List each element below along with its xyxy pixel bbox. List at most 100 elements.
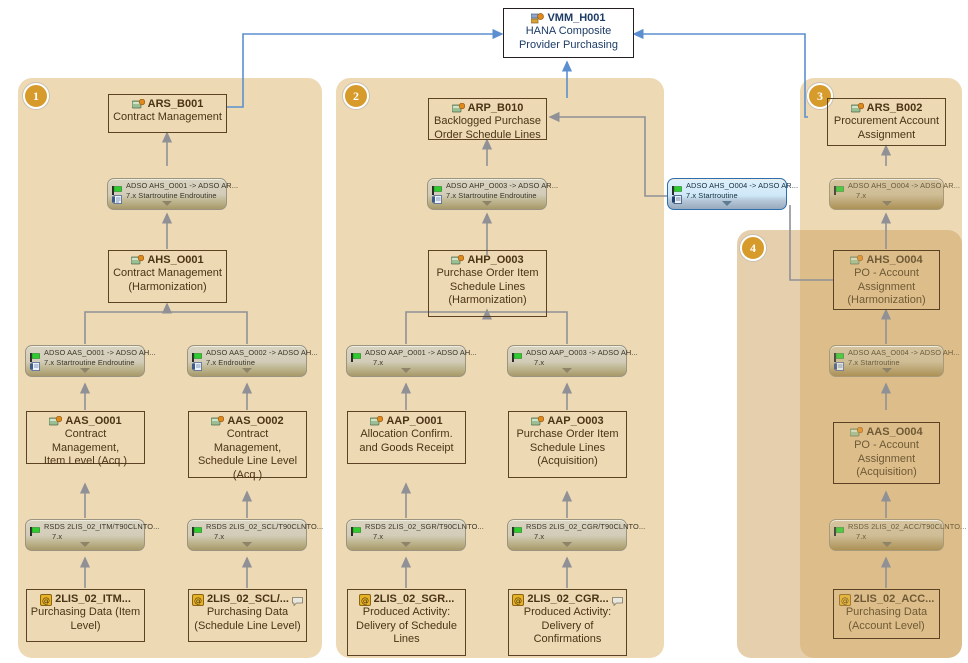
badge-label: 2 bbox=[353, 88, 359, 103]
node-desc: Purchasing Data bbox=[206, 606, 289, 618]
transformation-icon bbox=[192, 349, 202, 362]
chevron-down-icon[interactable] bbox=[80, 368, 90, 373]
node-desc: Purchase Order Item bbox=[436, 267, 539, 279]
chevron-down-icon[interactable] bbox=[562, 542, 572, 547]
node-desc: Purchasing Data (Item bbox=[30, 606, 141, 618]
node-desc: Contract Management, bbox=[213, 428, 282, 454]
transformation-routines: 7.x Endroutine bbox=[206, 358, 256, 367]
node-aap-o003[interactable]: AAP_O003 Purchase Order Item Schedule Li… bbox=[508, 411, 627, 478]
transformation-selected-ahs004-ars002[interactable]: ADSO AHS_O004 -> ADSO AR... 7.x Startrou… bbox=[667, 178, 798, 210]
node-datasource-scl[interactable]: @ 2LIS_02_SCL/... Purchasing Data (Sched… bbox=[188, 589, 307, 642]
transformation-source-target: ADSO AHS_O001 -> ADSO AR... bbox=[126, 181, 239, 190]
chevron-down-icon[interactable] bbox=[401, 542, 411, 547]
transformation-dtp-itm[interactable]: RSDS 2LIS_02_ITM/T90CLNTO... 7.x bbox=[25, 519, 160, 551]
chevron-down-icon[interactable] bbox=[80, 542, 90, 547]
chevron-down-icon[interactable] bbox=[482, 201, 492, 206]
node-datasource-cgr[interactable]: @ 2LIS_02_CGR... Produced Activity: Deli… bbox=[508, 589, 627, 656]
transformation-source-target: ADSO AAS_O002 -> ADSO AH... bbox=[206, 348, 318, 357]
transformation-routines: 7.x bbox=[856, 191, 867, 200]
node-aas-o004[interactable]: AAS_O004 PO - Account Assignment (Acquis… bbox=[833, 422, 940, 484]
chevron-down-icon[interactable] bbox=[881, 201, 892, 206]
node-desc: Level) bbox=[70, 619, 101, 632]
transformation-dtp-cgr[interactable]: RSDS 2LIS_02_CGR/T90CLNTO... 7.x bbox=[507, 519, 645, 551]
transformation-dtp-sgr[interactable]: RSDS 2LIS_02_SGR/T90CLNTO... 7.x bbox=[346, 519, 484, 551]
note-icon[interactable] bbox=[292, 595, 303, 607]
transformation-ahp003-arp010[interactable]: ADSO AHP_O003 -> ADSO AR... 7.x Startrou… bbox=[427, 178, 558, 210]
svg-text:@: @ bbox=[194, 596, 202, 605]
chevron-down-icon[interactable] bbox=[562, 368, 572, 373]
node-desc: (Account Level) bbox=[848, 619, 925, 632]
node-ars-b002[interactable]: ARS_B002 Procurement Account Assignment bbox=[827, 98, 946, 146]
transformation-source-target: RSDS 2LIS_02_SCL/T90CLNTO... bbox=[206, 522, 324, 531]
node-desc: Schedule Lines bbox=[529, 441, 606, 454]
adso-icon bbox=[850, 102, 864, 114]
chevron-down-icon[interactable] bbox=[881, 542, 892, 547]
transformation-icon bbox=[834, 523, 844, 536]
transformation-source-target: ADSO AAS_O001 -> ADSO AH... bbox=[44, 348, 156, 357]
badge-label: 4 bbox=[750, 240, 756, 255]
node-ahs-o001[interactable]: AHS_O001 Contract Management (Harmonizat… bbox=[108, 250, 227, 303]
routine-icon bbox=[834, 358, 844, 371]
node-desc: (Acquisition) bbox=[856, 466, 917, 478]
node-datasource-sgr[interactable]: @ 2LIS_02_SGR... Produced Activity: Deli… bbox=[347, 589, 466, 656]
node-desc: Item Level (Acq.) bbox=[43, 455, 128, 467]
chevron-down-icon[interactable] bbox=[401, 368, 411, 373]
node-desc: and Goods Receipt bbox=[359, 441, 454, 454]
transformation-icon bbox=[512, 523, 522, 536]
node-datasource-itm[interactable]: @ 2LIS_02_ITM... Purchasing Data (Item L… bbox=[26, 589, 145, 642]
node-ahp-o003[interactable]: AHP_O003 Purchase Order Item Schedule Li… bbox=[428, 250, 547, 317]
node-datasource-acc[interactable]: @ 2LIS_02_ACC... Purchasing Data (Accoun… bbox=[833, 589, 940, 639]
transformation-routines: 7.x Startroutine bbox=[848, 358, 900, 367]
node-name: 2LIS_02_SCL/... bbox=[207, 593, 289, 605]
chevron-down-icon[interactable] bbox=[162, 201, 172, 206]
node-aas-o001[interactable]: AAS_O001 Contract Management, Item Level… bbox=[26, 411, 145, 467]
transformation-dtp-acc[interactable]: RSDS 2LIS_02_ACC/T90CLNTO... 7.x bbox=[829, 519, 966, 551]
transformation-source-target: RSDS 2LIS_02_SGR/T90CLNTO... bbox=[365, 522, 484, 531]
note-icon[interactable] bbox=[611, 595, 623, 607]
transformation-aas004-ahs004[interactable]: ADSO AAS_O004 -> ADSO AH... 7.x Startrou… bbox=[829, 345, 960, 377]
node-vmm-h001[interactable]: VMM_H001 HANA Composite Provider Purchas… bbox=[503, 8, 634, 58]
transformation-routines: 7.x bbox=[534, 532, 545, 541]
badge-label: 3 bbox=[817, 88, 823, 103]
chevron-down-icon[interactable] bbox=[242, 368, 252, 373]
transformation-aas002-ahs001[interactable]: ADSO AAS_O002 -> ADSO AH... 7.x Endrouti… bbox=[187, 345, 318, 377]
transformation-aas001-ahs001[interactable]: ADSO AAS_O001 -> ADSO AH... 7.x Startrou… bbox=[25, 345, 156, 377]
transformation-dtp-scl[interactable]: RSDS 2LIS_02_SCL/T90CLNTO... 7.x bbox=[187, 519, 323, 551]
chevron-down-icon[interactable] bbox=[242, 542, 252, 547]
node-name: VMM_H001 bbox=[547, 12, 606, 24]
transformation-aap001-ahp003[interactable]: ADSO AAP_O001 -> ADSO AH... 7.x bbox=[346, 345, 477, 377]
node-desc: Assignment bbox=[857, 452, 916, 465]
transformation-icon bbox=[834, 349, 844, 362]
adso-icon bbox=[531, 415, 545, 427]
svg-text:@: @ bbox=[361, 596, 369, 605]
node-ars-b001[interactable]: ARS_B001 Contract Management bbox=[108, 94, 227, 133]
chevron-down-icon[interactable] bbox=[722, 201, 732, 206]
node-name: AHS_O001 bbox=[147, 254, 204, 266]
group-badge-3: 3 bbox=[807, 83, 833, 109]
node-aap-o001[interactable]: AAP_O001 Allocation Confirm. and Goods R… bbox=[347, 411, 466, 464]
group-panel-4 bbox=[737, 230, 962, 658]
transformation-icon bbox=[432, 182, 442, 195]
chevron-down-icon[interactable] bbox=[881, 368, 892, 373]
transformation-ahs001-ars001[interactable]: ADSO AHS_O001 -> ADSO AR... 7.x Startrou… bbox=[107, 178, 238, 210]
node-desc: Delivery of Schedule bbox=[356, 619, 457, 632]
transformation-aap003-ahp003[interactable]: ADSO AAP_O003 -> ADSO AH... 7.x bbox=[507, 345, 638, 377]
node-desc: Schedule Lines bbox=[449, 280, 526, 293]
transformation-icon bbox=[30, 523, 40, 536]
node-arp-b010[interactable]: ARP_B010 Backlogged Purchase Order Sched… bbox=[428, 98, 547, 141]
routine-icon bbox=[192, 358, 202, 371]
transformation-routines: 7.x Startroutine Endroutine bbox=[44, 358, 135, 367]
transformation-icon bbox=[512, 349, 522, 362]
adso-icon bbox=[370, 415, 384, 427]
node-name: ARS_B001 bbox=[147, 98, 204, 110]
transformation-ahs004-ars002[interactable]: ADSO AHS_O004 -> ADSO AR... 7.x bbox=[829, 178, 960, 210]
transformation-routines: 7.x bbox=[373, 358, 384, 367]
node-desc: (Acquisition) bbox=[537, 455, 598, 467]
transformation-source-target: ADSO AAS_O004 -> ADSO AH... bbox=[848, 348, 960, 357]
transformation-routines: 7.x Startroutine Endroutine bbox=[126, 191, 217, 200]
node-aas-o002[interactable]: AAS_O002 Contract Management, Schedule L… bbox=[188, 411, 307, 481]
adso-icon bbox=[850, 426, 864, 438]
node-ahs-o004[interactable]: AHS_O004 PO - Account Assignment (Harmon… bbox=[833, 250, 940, 310]
node-desc: Purchase Order Item bbox=[516, 428, 619, 440]
node-name: AAP_O001 bbox=[386, 415, 443, 427]
